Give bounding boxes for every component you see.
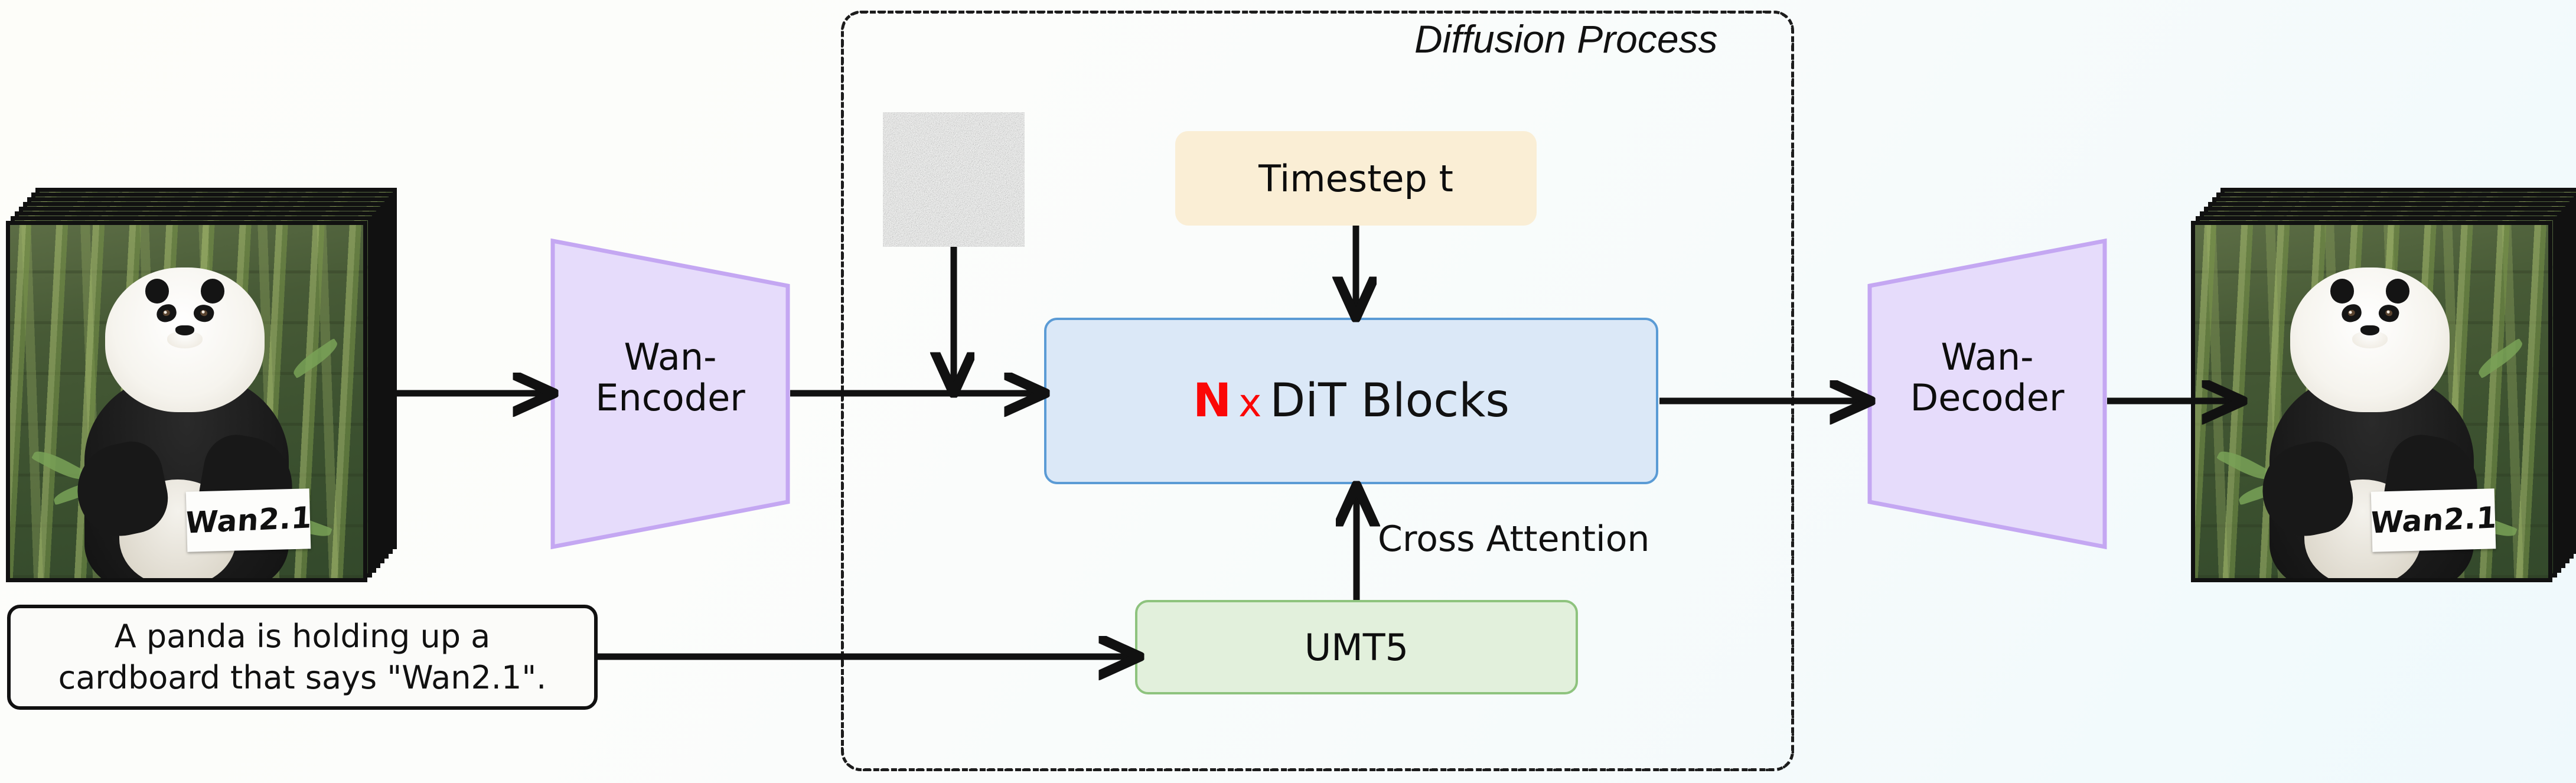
text-prompt-box[interactable]: A panda is holding up a cardboard that s… [7,605,598,710]
cross-attention-label: Cross Attention [1378,518,1650,560]
gaussian-noise-latent [883,112,1025,247]
input-video-frames: Wan2.1 [6,188,397,582]
dit-repeat-count: N [1192,374,1232,428]
wan-encoder-block[interactable]: Wan- Encoder [549,237,791,550]
wan-decoder-block[interactable]: Wan- Decoder [1866,237,2108,550]
umt5-text-encoder-box[interactable]: UMT5 [1135,600,1578,694]
panda-sign: Wan2.1 [184,488,313,552]
timestep-label: Timestep t [1258,156,1453,200]
dit-blocks-label: DiT Blocks [1270,374,1510,428]
dit-times-symbol: x [1238,380,1262,426]
wan-encoder-shape [550,238,790,550]
wan-decoder-shape [1867,238,2107,550]
diffusion-process-label: Diffusion Process [1414,17,1718,61]
noise-texture [883,112,1025,247]
output-video-frames: Wan2.1 [2191,188,2576,582]
text-prompt-value: A panda is holding up a cardboard that s… [58,617,547,696]
panda-sign-text: Wan2.1 [184,500,313,540]
panda-sign-text: Wan2.1 [2369,500,2498,540]
panda-sign: Wan2.1 [2369,488,2498,552]
video-frame-front: Wan2.1 [6,221,367,582]
umt5-label: UMT5 [1304,625,1409,669]
timestep-box[interactable]: Timestep t [1175,131,1537,226]
video-frame-front: Wan2.1 [2191,221,2552,582]
